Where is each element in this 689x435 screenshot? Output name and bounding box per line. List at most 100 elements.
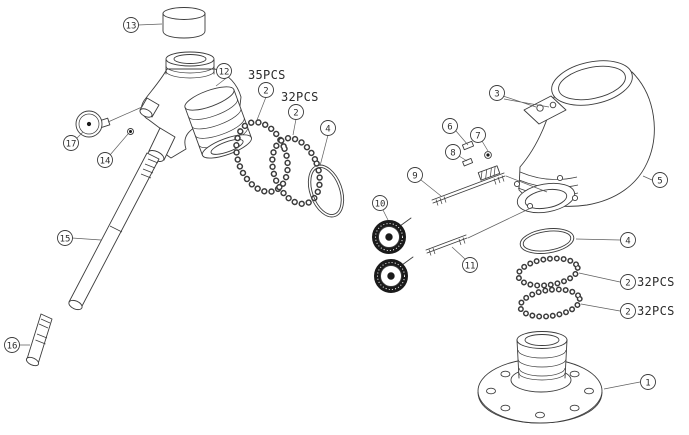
pad-bolt-hole xyxy=(536,104,544,112)
callout-circle xyxy=(288,104,304,120)
callout-circle xyxy=(407,167,423,183)
flange-bolt-hole xyxy=(500,404,511,412)
callout-17: 17 xyxy=(63,135,79,151)
callout-7: 7 xyxy=(470,127,486,143)
label-qty-32pcs-right-lower: 32PCS xyxy=(637,304,675,318)
callout-circle xyxy=(442,118,458,134)
callout-number: 16 xyxy=(7,341,18,351)
callout-1: 1 xyxy=(640,374,656,390)
callout-number: 10 xyxy=(375,199,386,209)
leader-lines xyxy=(19,23,653,390)
callout-circle xyxy=(470,127,486,143)
ball-ring-32-left xyxy=(269,134,323,208)
callout-number: 2 xyxy=(293,108,298,118)
port-bolt-hole xyxy=(571,194,579,202)
callout-circle xyxy=(489,85,505,101)
oring-right-part xyxy=(519,228,575,254)
callout-9: 9 xyxy=(407,167,423,183)
callout-number: 13 xyxy=(126,21,137,31)
pad-bolt-hole xyxy=(549,101,557,109)
callout-circle xyxy=(123,17,139,33)
callout-2-32pcs-right-upper: 2 xyxy=(620,274,636,290)
callout-10: 10 xyxy=(372,195,388,211)
callout-circle xyxy=(320,120,336,136)
label-qty-35pcs: 35PCS xyxy=(248,68,286,82)
washer-part xyxy=(462,158,474,167)
callout-number: 9 xyxy=(412,171,417,181)
callout-circle xyxy=(57,230,73,246)
valve-port-lower xyxy=(147,127,176,162)
flange-bolt-hole xyxy=(535,411,545,419)
callout-8: 8 xyxy=(445,144,461,160)
callout-circle xyxy=(372,195,388,211)
flange-part xyxy=(477,331,603,424)
callout-14: 14 xyxy=(97,152,113,168)
callout-15: 15 xyxy=(57,230,73,246)
callout-number: 1 xyxy=(645,378,650,388)
callout-11: 11 xyxy=(462,257,478,273)
callout-number: 3 xyxy=(494,89,499,99)
ball-ring-32-right-lower xyxy=(517,286,583,320)
callout-circle xyxy=(640,374,656,390)
label-qty-32pcs-right-upper: 32PCS xyxy=(637,275,675,289)
port-bolt-hole xyxy=(556,174,564,182)
handwheel-lower xyxy=(374,256,414,293)
callout-number: 11 xyxy=(465,261,476,271)
tube-long-part xyxy=(68,152,160,311)
callout-number: 2 xyxy=(263,86,268,96)
callout-circle xyxy=(445,144,461,160)
callout-circle xyxy=(4,337,20,353)
stud-upper-part xyxy=(431,172,506,206)
small-hardware xyxy=(461,140,501,181)
cap-part xyxy=(162,7,206,39)
flange-bolt-hole xyxy=(569,370,580,378)
valve-port-gauge xyxy=(139,97,160,118)
gauge-part xyxy=(75,110,111,138)
callout-4-left: 4 xyxy=(320,120,336,136)
callout-number: 14 xyxy=(100,156,111,166)
ball-ring-35-left xyxy=(233,118,291,196)
callout-circle xyxy=(63,135,79,151)
callout-number: 8 xyxy=(450,148,455,158)
flange-bolt-hole xyxy=(486,387,496,395)
ball-ring-32-right-upper xyxy=(515,255,581,289)
callout-13: 13 xyxy=(123,17,139,33)
callout-circle xyxy=(97,152,113,168)
callout-circle xyxy=(620,303,636,319)
callout-circle xyxy=(462,257,478,273)
oring-left-part xyxy=(307,164,345,218)
elbow-part xyxy=(513,60,655,214)
callout-5: 5 xyxy=(652,172,668,188)
callout-3: 3 xyxy=(489,85,505,101)
flange-bolt-hole xyxy=(500,370,511,378)
pin-part xyxy=(127,128,134,135)
callout-16: 16 xyxy=(4,337,20,353)
callout-circle xyxy=(652,172,668,188)
callout-circle xyxy=(620,232,636,248)
flange-bolt-hole xyxy=(569,404,580,412)
callout-2-35pcs: 2 xyxy=(258,82,274,98)
valve-neck xyxy=(165,51,215,79)
callout-number: 6 xyxy=(447,122,452,132)
label-qty-32pcs-left: 32PCS xyxy=(281,90,319,104)
callout-12: 12 xyxy=(216,63,232,79)
screw-part xyxy=(461,140,475,151)
callout-number: 17 xyxy=(66,139,77,149)
callout-number: 15 xyxy=(60,234,71,244)
stud-lower-part xyxy=(425,234,468,256)
callout-number: 5 xyxy=(657,176,662,186)
callout-number: 4 xyxy=(625,236,630,246)
callout-circle xyxy=(258,82,274,98)
callout-4-right: 4 xyxy=(620,232,636,248)
tube-short-part xyxy=(25,313,53,367)
callout-2-32pcs-left: 2 xyxy=(288,104,304,120)
callout-circle xyxy=(620,274,636,290)
port-bolt-hole xyxy=(513,180,521,188)
callout-number: 4 xyxy=(325,124,330,134)
callout-number: 7 xyxy=(475,131,480,141)
flange-bolt-hole xyxy=(584,387,594,395)
callout-circle xyxy=(216,63,232,79)
fitting-part xyxy=(477,165,501,181)
